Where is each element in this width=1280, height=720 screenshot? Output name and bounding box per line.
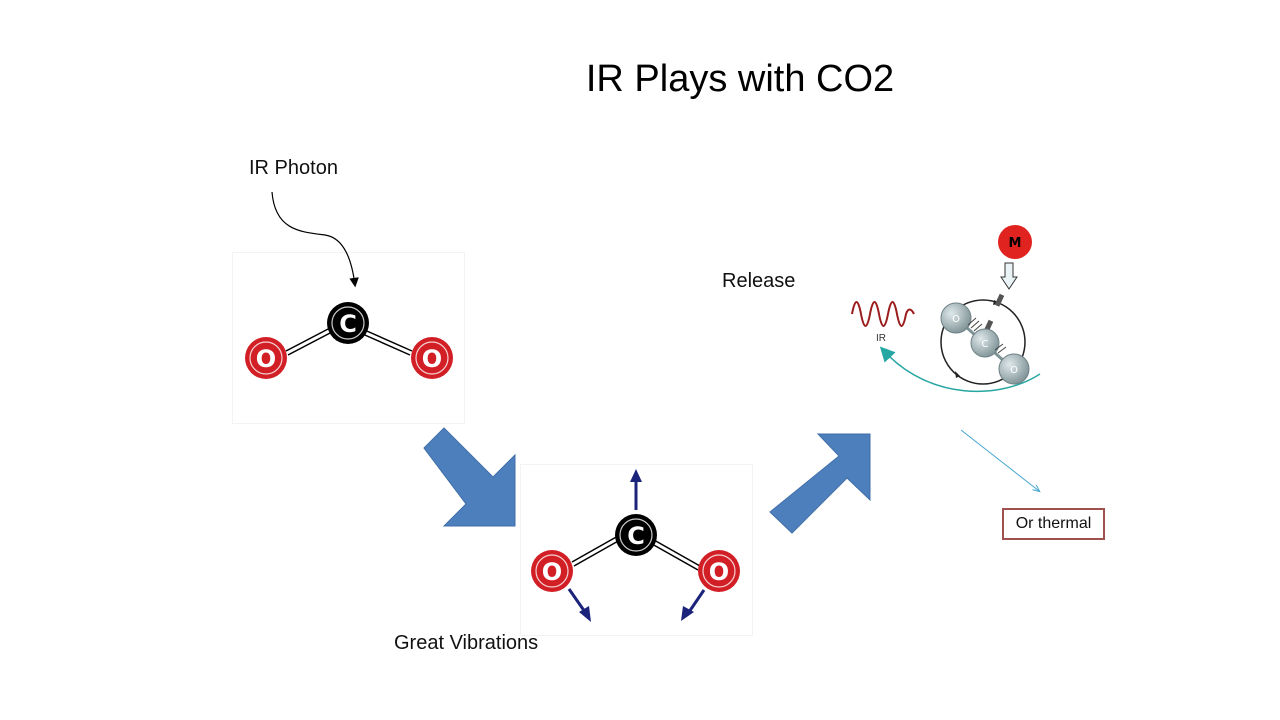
grey-oxygen-label: O — [952, 314, 960, 325]
oxygen-label: O — [422, 345, 442, 373]
bond-right — [357, 327, 413, 356]
oxygen-label: O — [256, 345, 276, 373]
collision-arrow-icon — [1000, 262, 1018, 290]
grey-carbon-atom: C — [970, 328, 1000, 358]
vibration-arrow-up — [630, 469, 642, 510]
ir-wave-label: IR — [876, 333, 886, 344]
emission-wave-icon — [851, 301, 915, 327]
oxygen-label: O — [542, 558, 562, 586]
grey-carbon-label: C — [982, 339, 989, 350]
bond-left — [285, 327, 333, 356]
grey-oxygen-label: O — [1010, 365, 1018, 376]
carbon-atom: C — [327, 302, 369, 344]
release-label: Release — [722, 270, 796, 292]
great-vibrations-label: Great Vibrations — [394, 632, 539, 654]
slide-title: IR Plays with CO2 — [585, 58, 895, 100]
rotation-circle — [940, 299, 1026, 385]
carbon-label: C — [339, 310, 357, 338]
carbon-atom: C — [615, 514, 657, 556]
molecule-m-label: M — [1009, 236, 1022, 251]
vibration-arrow-left — [567, 588, 591, 622]
vibration-arrow-right — [681, 589, 706, 621]
carbon-label: C — [627, 522, 645, 550]
oxygen-atom-left: O — [531, 550, 573, 592]
vibrating-co2-molecule: O C O — [531, 469, 740, 622]
curved-photon-arrow — [271, 191, 359, 288]
or-thermal-box: Or thermal — [1002, 508, 1105, 540]
oxygen-atom-left: O — [245, 337, 287, 379]
oxygen-label: O — [709, 558, 729, 586]
grey-oxygen-atom: O — [998, 353, 1030, 385]
block-arrow-down-right-icon — [423, 427, 516, 527]
block-arrow-up-right-icon — [769, 433, 871, 534]
oxygen-atom-right: O — [411, 337, 453, 379]
oxygen-atom-right: O — [698, 550, 740, 592]
molecule-m: M — [998, 225, 1032, 259]
bond-left — [571, 535, 621, 567]
ir-photon-label: IR Photon — [249, 157, 338, 179]
grey-oxygen-atom: O — [940, 302, 972, 334]
thermal-arrow — [960, 429, 1039, 491]
bond-right — [651, 539, 701, 571]
release-illustration: IR O C O — [851, 225, 1041, 393]
emission-arc — [879, 346, 1041, 393]
co2-molecule: O C O — [245, 302, 453, 379]
